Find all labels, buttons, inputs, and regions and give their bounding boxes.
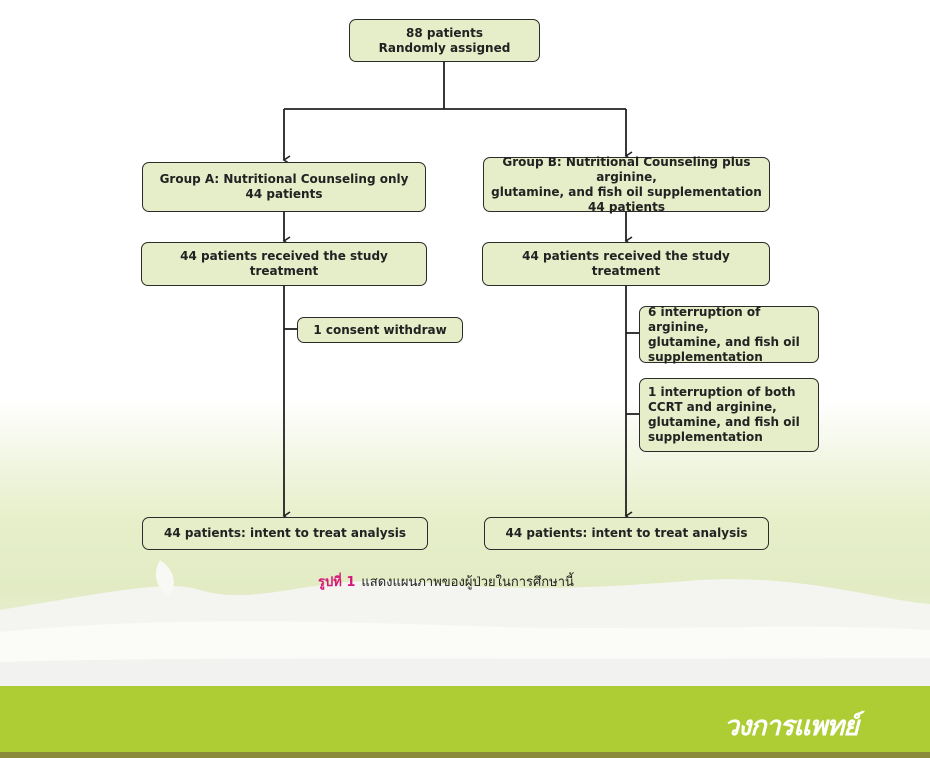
figure-caption-text: แสดงแผนภาพของผู้ป่วยในการศึกษานี้ (361, 575, 574, 590)
flowchart-connectors (282, 62, 639, 521)
group-b-interruption-text-1: 6 interruption of arginine, glutamine, a… (648, 304, 800, 364)
group-b-interruption-box-1: 6 interruption of arginine, glutamine, a… (639, 304, 819, 364)
randomization-text: 88 patients Randomly assigned (378, 25, 511, 55)
group-a-withdraw-text: 1 consent withdraw (313, 322, 447, 337)
group-b-received-box: 44 patients received the study treatment (482, 242, 770, 286)
footer-band: วงการแพทย์ (0, 686, 930, 758)
group-a-received-box: 44 patients received the study treatment (141, 242, 427, 286)
group-a-received-text: 44 patients received the study treatment (180, 249, 388, 278)
group-b-analysis-box: 44 patients: intent to treat analysis (484, 517, 769, 550)
group-a-withdraw-box: 1 consent withdraw (297, 317, 463, 343)
group-b-received-text: 44 patients received the study treatment (522, 249, 730, 278)
group-a-analysis-box: 44 patients: intent to treat analysis (142, 517, 428, 550)
randomization-box: 88 patients Randomly assigned (349, 19, 540, 62)
footer-stripe (0, 752, 930, 758)
group-b-text: Group B: Nutritional Counseling plus arg… (491, 154, 762, 214)
figure-label: รูปที่ 1 (318, 575, 356, 590)
group-b-interruption-text-2: 1 interruption of both CCRT and arginine… (648, 385, 800, 444)
group-b-analysis-text: 44 patients: intent to treat analysis (505, 526, 748, 540)
group-a-box: Group A: Nutritional Counseling only 44 … (142, 162, 426, 212)
figure-caption: รูปที่ 1 แสดงแผนภาพของผู้ป่วยในการศึกษานี… (318, 571, 574, 592)
publication-logo: วงการแพทย์ (723, 711, 859, 742)
group-a-text: Group A: Nutritional Counseling only 44 … (159, 172, 409, 201)
group-b-box: Group B: Nutritional Counseling plus arg… (483, 154, 770, 214)
group-a-analysis-text: 44 patients: intent to treat analysis (164, 526, 406, 540)
group-b-interruption-box-2: 1 interruption of both CCRT and arginine… (639, 378, 819, 452)
milk-splash-decoration (0, 560, 930, 686)
